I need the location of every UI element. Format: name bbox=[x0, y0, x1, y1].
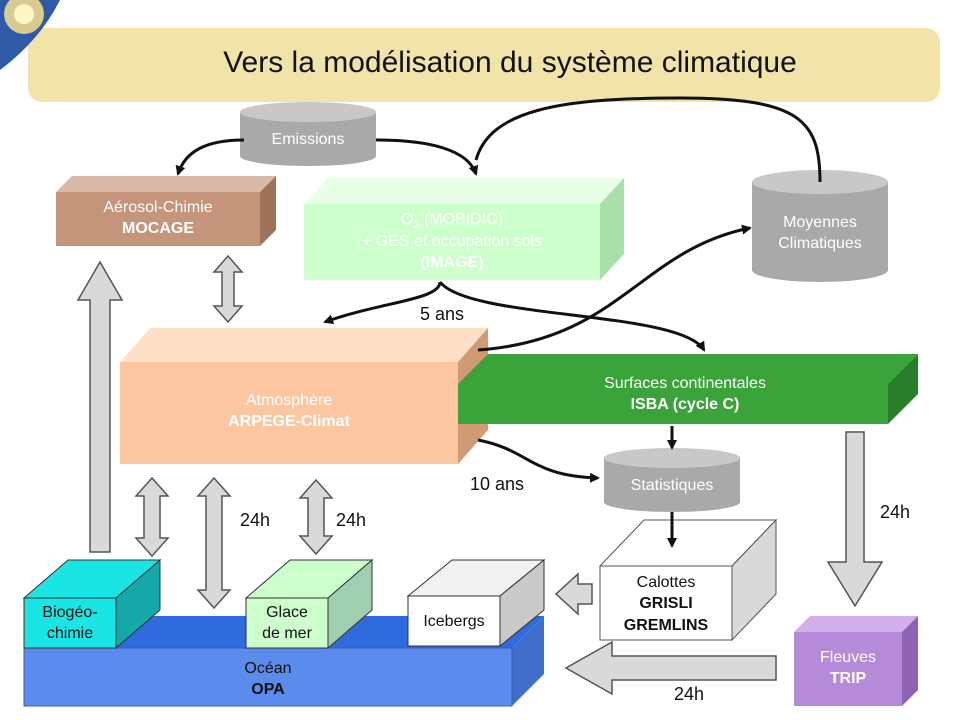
calottes-model2: GREMLINS bbox=[623, 616, 709, 634]
arrow-emissions-o3 bbox=[375, 138, 479, 176]
o3-model: (MOBIDIC) bbox=[423, 210, 504, 228]
glace-cube bbox=[244, 558, 374, 650]
arrow-o3-atmos bbox=[323, 281, 442, 324]
o3-line1: O3 (MOBIDIC) bbox=[401, 210, 503, 232]
arrow-atmos-stats bbox=[477, 438, 600, 483]
arrow-emissions-aerosol bbox=[175, 138, 245, 176]
arrow-calottes-icebergs bbox=[554, 572, 593, 616]
label-24h-right: 24h bbox=[880, 502, 911, 522]
o3-label: O3 (MOBIDIC) + GES et occupation sols (I… bbox=[304, 204, 600, 280]
arrow-atmos-glace bbox=[298, 478, 334, 556]
flow-arrows bbox=[175, 96, 822, 548]
ocean-label: Océan OPA bbox=[24, 656, 512, 704]
icebergs-cube bbox=[406, 558, 546, 648]
arrow-surfaces-fleuves bbox=[826, 431, 884, 608]
arrow-atmos-biogeo bbox=[134, 476, 170, 558]
label-5-ans: 5 ans bbox=[420, 304, 465, 324]
exchange-arrows bbox=[76, 254, 884, 696]
aerosol-name: Aérosol-Chimie bbox=[103, 199, 213, 217]
biogeo-line2: chimie bbox=[46, 625, 94, 642]
fleuves-label: Fleuves TRIP bbox=[794, 640, 902, 698]
surf-name: Surfaces continentales bbox=[604, 375, 766, 393]
o3-sub: 3 bbox=[413, 219, 420, 232]
label-24h-bottom: 24h bbox=[674, 684, 705, 704]
emissions-text: Emissions bbox=[271, 130, 345, 148]
calottes-label: Calottes GRISLI GREMLINS bbox=[600, 568, 732, 640]
moyennes-label: Moyennes Climatiques bbox=[752, 206, 888, 262]
label-24h-b: 24h bbox=[336, 510, 367, 530]
surfaces-box bbox=[458, 354, 918, 424]
arrow-biogeo-aerosol bbox=[76, 260, 124, 553]
arrow-moyennes-o3 bbox=[474, 96, 822, 183]
o3-line3: (IMAGE) bbox=[420, 254, 484, 272]
moyennes-line1: Moyennes bbox=[783, 214, 857, 232]
aerosol-label: Aérosol-Chimie MOCAGE bbox=[56, 192, 260, 246]
atmos-name: Atmosphère bbox=[245, 392, 333, 410]
calottes-box bbox=[598, 518, 778, 642]
arrow-o3-surfaces bbox=[438, 280, 706, 352]
fleuves-box bbox=[794, 616, 918, 706]
corner-decoration bbox=[0, 0, 60, 70]
arrow-fleuves-ocean bbox=[564, 640, 777, 696]
icebergs-text: Icebergs bbox=[423, 612, 485, 630]
surf-model: ISBA (cycle C) bbox=[630, 396, 740, 413]
aerosol-box bbox=[56, 176, 276, 246]
atmosphere-label: Atmosphère ARPEGE-Climat bbox=[120, 380, 458, 444]
glace-line2: de mer bbox=[262, 625, 312, 642]
label-10-ans: 10 ans bbox=[470, 474, 525, 494]
calottes-model1: GRISLI bbox=[639, 595, 693, 613]
arrow-atmos-moyennes bbox=[477, 224, 752, 352]
ocean-name: Océan bbox=[244, 660, 292, 678]
fleuves-name: Fleuves bbox=[819, 649, 877, 667]
icebergs-label: Icebergs bbox=[408, 598, 500, 646]
fleuves-model: TRIP bbox=[829, 670, 867, 687]
o3-line2: + GES et occupation sols bbox=[361, 233, 543, 251]
biogeo-line1: Biogéo- bbox=[42, 604, 98, 622]
o3-prefix: O bbox=[400, 210, 414, 228]
statistiques-label: Statistiques bbox=[604, 470, 740, 502]
emissions-label: Emissions bbox=[240, 124, 376, 156]
emissions-cylinder bbox=[240, 102, 376, 166]
atmos-model: ARPEGE-Climat bbox=[228, 413, 350, 430]
o3-box bbox=[304, 178, 624, 280]
aerosol-model: MOCAGE bbox=[122, 220, 194, 237]
glace-line1: Glace bbox=[266, 604, 308, 622]
arrow-atmos-ocean bbox=[196, 476, 232, 610]
label-24h-a: 24h bbox=[240, 510, 271, 530]
title-bar bbox=[28, 28, 940, 102]
moyennes-line2: Climatiques bbox=[778, 235, 862, 252]
calottes-name: Calottes bbox=[636, 573, 696, 591]
arrow-aerosol-atmos bbox=[212, 254, 244, 324]
statistiques-cylinder bbox=[604, 448, 740, 512]
statistiques-text: Statistiques bbox=[630, 476, 714, 494]
biogeo-cube bbox=[22, 558, 162, 650]
ocean-model: OPA bbox=[251, 681, 285, 698]
surfaces-label: Surfaces continentales ISBA (cycle C) bbox=[500, 370, 870, 420]
glace-label: Glace de mer bbox=[246, 600, 328, 648]
page-title: Vers la modélisation du système climatiq… bbox=[223, 46, 797, 79]
biogeo-label: Biogéo- chimie bbox=[24, 600, 116, 648]
